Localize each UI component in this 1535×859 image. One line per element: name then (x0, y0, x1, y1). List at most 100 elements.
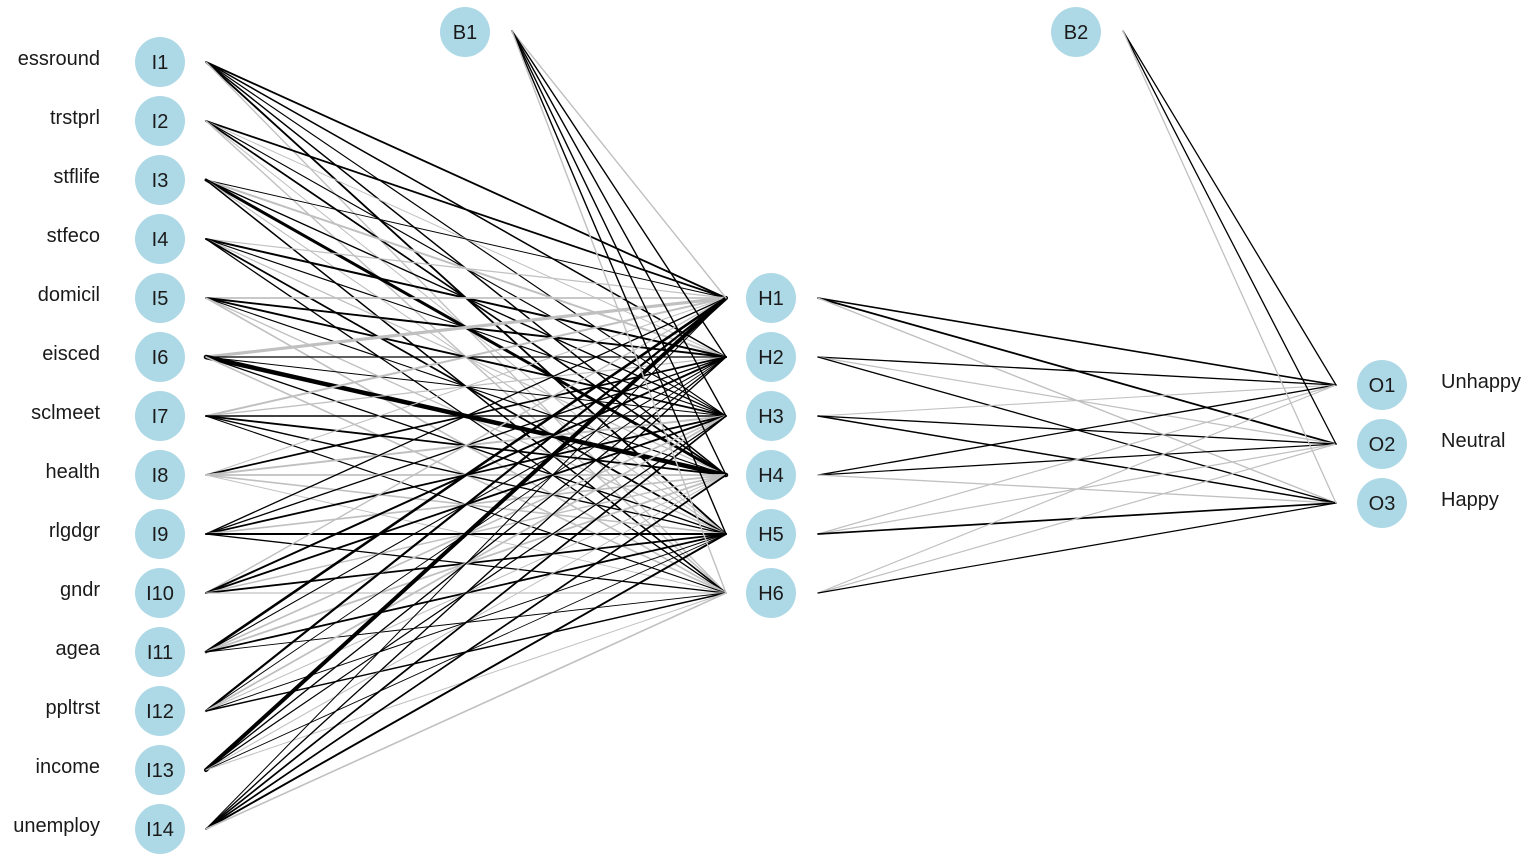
edge-I4-H1 (205, 238, 727, 299)
input-node-i10-circle (135, 568, 185, 618)
bias-node-b1: B1 (440, 7, 490, 57)
hidden-node-h2: H2 (746, 332, 796, 382)
edge-I9-H1 (205, 297, 727, 535)
input-node-i5-circle (135, 273, 185, 323)
network-nodes: I1I2I3I4I5I6I7I8I9I10I11I12I13I14H1H2H3H… (135, 7, 1407, 854)
edge-I8-H1 (205, 297, 727, 476)
input-node-i5-id: I5 (152, 288, 169, 310)
input-node-i1: I1 (135, 37, 185, 87)
input-node-i11-circle (135, 627, 185, 677)
output-node-o2-id: O2 (1369, 434, 1396, 456)
edge-H6-O3 (817, 502, 1337, 594)
output-node-o3: O3 (1357, 478, 1407, 528)
input-label-i14: unemploy (13, 815, 100, 837)
hidden-node-h6-circle (746, 568, 796, 618)
edge-B1-H1 (511, 30, 727, 299)
input-label-i7: sclmeet (31, 402, 100, 424)
edge-I14-H2 (205, 356, 727, 830)
edge-I14-H3 (205, 415, 727, 830)
edge-B1-H4 (511, 30, 727, 476)
input-node-i13-id: I13 (146, 760, 174, 782)
input-node-i1-circle (135, 37, 185, 87)
edge-I7-H1 (205, 297, 727, 417)
edge-I11-H1 (204, 296, 728, 654)
input-label-i5: domicil (38, 284, 100, 306)
input-label-i6: eisced (42, 343, 100, 365)
edge-B1-H6 (511, 30, 727, 594)
hidden-node-h3-id: H3 (758, 406, 784, 428)
input-node-i10-id: I10 (146, 583, 174, 605)
input-node-i12-circle (135, 686, 185, 736)
edge-B1-H3 (511, 30, 727, 417)
connection-edges (203, 30, 1337, 830)
input-node-i12: I12 (135, 686, 185, 736)
input-node-i6-circle (135, 332, 185, 382)
input-node-i14: I14 (135, 804, 185, 854)
input-label-i11: agea (56, 638, 101, 660)
hidden-node-h5-id: H5 (758, 524, 784, 546)
edge-H4-O1 (817, 384, 1337, 476)
edge-I10-H1 (205, 297, 727, 594)
input-node-i8: I8 (135, 450, 185, 500)
input-label-i3: stflife (53, 166, 100, 188)
hidden-node-h3: H3 (746, 391, 796, 441)
hidden-node-h2-id: H2 (758, 347, 784, 369)
input-node-i11: I11 (135, 627, 185, 677)
edge-H1-O1 (817, 297, 1337, 386)
hidden-node-h2-circle (746, 332, 796, 382)
input-label-i8: health (46, 461, 101, 483)
edge-H6-O2 (817, 443, 1337, 594)
bias-node-b2-id: B2 (1064, 22, 1088, 44)
hidden-node-h6: H6 (746, 568, 796, 618)
edge-B2-O1 (1122, 30, 1337, 386)
hidden-node-h1-circle (746, 273, 796, 323)
edge-B1-H5 (511, 30, 727, 535)
edge-B1-H2 (511, 30, 727, 358)
output-node-o3-circle (1357, 478, 1407, 528)
input-node-i3-circle (135, 155, 185, 205)
hidden-node-h1-id: H1 (758, 288, 784, 310)
input-node-i4: I4 (135, 214, 185, 264)
edge-I12-H1 (204, 296, 728, 713)
hidden-node-h4-id: H4 (758, 465, 784, 487)
input-node-i9-circle (135, 509, 185, 559)
input-label-i13: income (36, 756, 100, 778)
output-node-o2: O2 (1357, 419, 1407, 469)
input-label-i12: ppltrst (46, 697, 101, 719)
input-node-i2: I2 (135, 96, 185, 146)
input-node-i4-id: I4 (152, 229, 169, 251)
input-node-i14-circle (135, 804, 185, 854)
output-node-o3-id: O3 (1369, 493, 1396, 515)
hidden-node-h4: H4 (746, 450, 796, 500)
input-node-i9-id: I9 (152, 524, 169, 546)
input-label-i1: essround (18, 48, 100, 70)
edge-I3-H1 (205, 179, 727, 299)
input-node-i13: I13 (135, 745, 185, 795)
variable-labels: essroundtrstprlstflifestfecodomicileisce… (13, 48, 1521, 837)
input-node-i1-id: I1 (152, 52, 169, 74)
bias-node-b2: B2 (1051, 7, 1101, 57)
input-node-i7-circle (135, 391, 185, 441)
input-node-i6-id: I6 (152, 347, 169, 369)
edge-I1-H1 (205, 61, 727, 299)
output-node-o1: O1 (1357, 360, 1407, 410)
edge-H2-O1 (817, 356, 1337, 386)
output-label-o3: Happy (1441, 489, 1499, 511)
input-node-i2-id: I2 (152, 111, 169, 133)
bias-node-b1-id: B1 (453, 22, 477, 44)
input-node-i3-id: I3 (152, 170, 169, 192)
edge-I14-H1 (205, 297, 727, 830)
bias-node-b2-circle (1051, 7, 1101, 57)
input-node-i14-id: I14 (146, 819, 174, 841)
input-node-i5: I5 (135, 273, 185, 323)
edge-I2-H1 (205, 120, 727, 299)
hidden-node-h4-circle (746, 450, 796, 500)
input-node-i12-id: I12 (146, 701, 174, 723)
edge-B2-O3 (1122, 30, 1337, 504)
edge-H5-O1 (817, 384, 1337, 535)
edge-I6-H1 (204, 296, 728, 359)
input-node-i10: I10 (135, 568, 185, 618)
edge-I13-H1 (204, 296, 728, 772)
input-node-i8-id: I8 (152, 465, 169, 487)
